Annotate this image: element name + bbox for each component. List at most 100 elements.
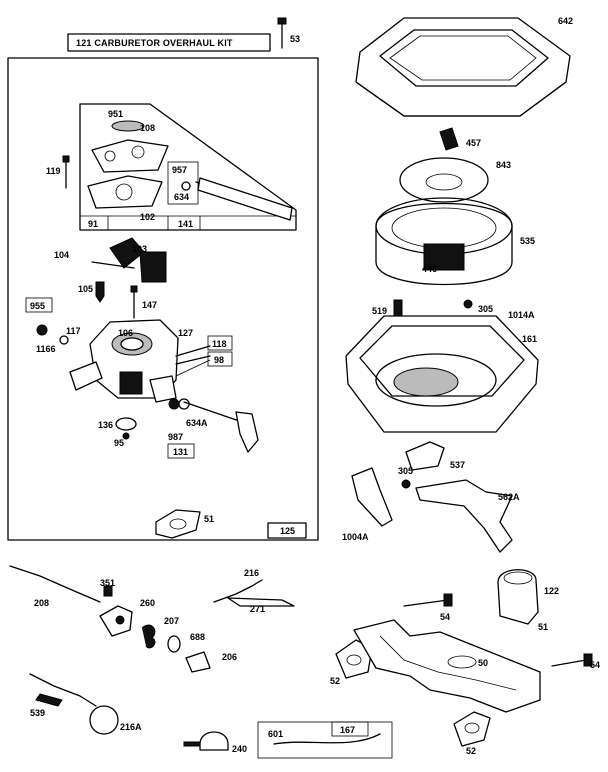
washer-688 (167, 635, 181, 653)
gasket-52b (453, 711, 491, 747)
gasket-52a (335, 639, 373, 679)
label-125: 125 (280, 526, 295, 536)
label-161: 161 (522, 334, 537, 344)
gasket-subbox (79, 103, 297, 231)
gasket-537 (405, 441, 445, 471)
grommet-457 (439, 127, 459, 151)
label-53: 53 (290, 34, 300, 44)
kit-frame (7, 57, 319, 541)
label-127: 127 (178, 328, 193, 338)
label-260: 260 (140, 598, 155, 608)
manifold-50 (353, 619, 541, 713)
label-537: 537 (450, 460, 465, 470)
box-125 (267, 522, 307, 539)
label-1014A: 1014A (508, 310, 535, 320)
label-108: 108 (140, 123, 155, 133)
label-305a: 305 (478, 304, 493, 314)
subbox-98 (207, 351, 233, 367)
label-52b: 52 (466, 746, 476, 756)
label-131: 131 (173, 447, 188, 457)
subbox-131 (167, 443, 195, 459)
label-535: 535 (520, 236, 535, 246)
screw-519 (393, 299, 403, 317)
diaphragm-136 (115, 417, 137, 431)
air-cleaner-assembly: 53 642 457 843 535 446 519 305 1014A 161 (277, 16, 573, 553)
spring-95 (122, 432, 130, 440)
label-240: 240 (232, 744, 247, 754)
label-216: 216 (244, 568, 259, 578)
gasket-102 (87, 175, 163, 209)
bracket-1004A (351, 467, 393, 527)
gasket-108 (111, 120, 145, 132)
diaphragm-plate (91, 139, 169, 173)
plug-240 (199, 731, 229, 751)
label-117: 117 (66, 326, 81, 336)
label-119: 119 (46, 166, 61, 176)
elbow-122 (497, 569, 539, 625)
label-271: 271 (250, 604, 265, 614)
kit-title: 121 CARBURETOR OVERHAUL KIT (76, 38, 233, 48)
label-207: 207 (164, 616, 179, 626)
label-102: 102 (140, 212, 155, 222)
seal-955 (36, 324, 48, 336)
label-843: 843 (496, 160, 511, 170)
filter-843 (399, 157, 489, 203)
bracket-562A (415, 479, 513, 553)
label-601: 601 (268, 729, 283, 739)
link-208 (9, 565, 101, 603)
label-95: 95 (114, 438, 124, 448)
label-987: 987 (168, 432, 183, 442)
label-305b: 305 (398, 466, 413, 476)
label-141: 141 (178, 219, 193, 229)
nut-305a (463, 299, 473, 309)
link-216 (213, 579, 263, 603)
carburetor-overhaul-kit-panel: 121 CARBURETOR OVERHAUL KIT 125 91 141 9… (7, 33, 319, 541)
label-519: 519 (372, 306, 387, 316)
screw-54b (551, 659, 587, 667)
screw-54a (403, 599, 449, 607)
label-539: 539 (30, 708, 45, 718)
label-216A: 216A (120, 722, 142, 732)
label-688: 688 (190, 632, 205, 642)
label-1166: 1166 (36, 344, 56, 354)
label-52a: 52 (330, 676, 340, 686)
washer-987 (168, 398, 180, 410)
label-54a: 54 (440, 612, 450, 622)
label-147: 147 (142, 300, 157, 310)
float-pin-104 (91, 261, 135, 269)
label-957: 957 (172, 165, 187, 175)
label-951: 951 (108, 109, 123, 119)
fuel-line-601 (273, 733, 381, 745)
clip-539 (35, 693, 63, 707)
label-98: 98 (214, 355, 224, 365)
link-216A (29, 673, 97, 707)
label-208: 208 (34, 598, 49, 608)
label-51a: 51 (204, 514, 214, 524)
label-91: 91 (88, 219, 98, 229)
label-446: 446 (422, 264, 437, 274)
kit-title-box (67, 33, 271, 52)
label-634A: 634A (186, 418, 208, 428)
label-167: 167 (340, 725, 355, 735)
label-106: 106 (118, 328, 133, 338)
carburetor-body (69, 319, 211, 403)
label-51b: 51 (538, 622, 548, 632)
label-50: 50 (478, 658, 488, 668)
label-642: 642 (558, 16, 573, 26)
label-54b: 54 (590, 660, 600, 670)
subbox-955 (25, 297, 53, 313)
label-1004A: 1004A (342, 532, 369, 542)
label-122: 122 (544, 586, 559, 596)
gasket-51a (155, 509, 201, 539)
spring-207 (141, 624, 156, 649)
label-118: 118 (212, 339, 227, 349)
label-103: 103 (132, 244, 147, 254)
label-955: 955 (30, 301, 45, 311)
governor-linkage-parts: 208 351 260 207 688 206 216 271 216A 539… (9, 565, 393, 759)
screw-351 (103, 585, 113, 597)
label-104: 104 (54, 250, 69, 260)
label-634: 634 (174, 192, 189, 202)
nut-305b (401, 479, 411, 489)
inlet-needle-105 (95, 281, 105, 303)
